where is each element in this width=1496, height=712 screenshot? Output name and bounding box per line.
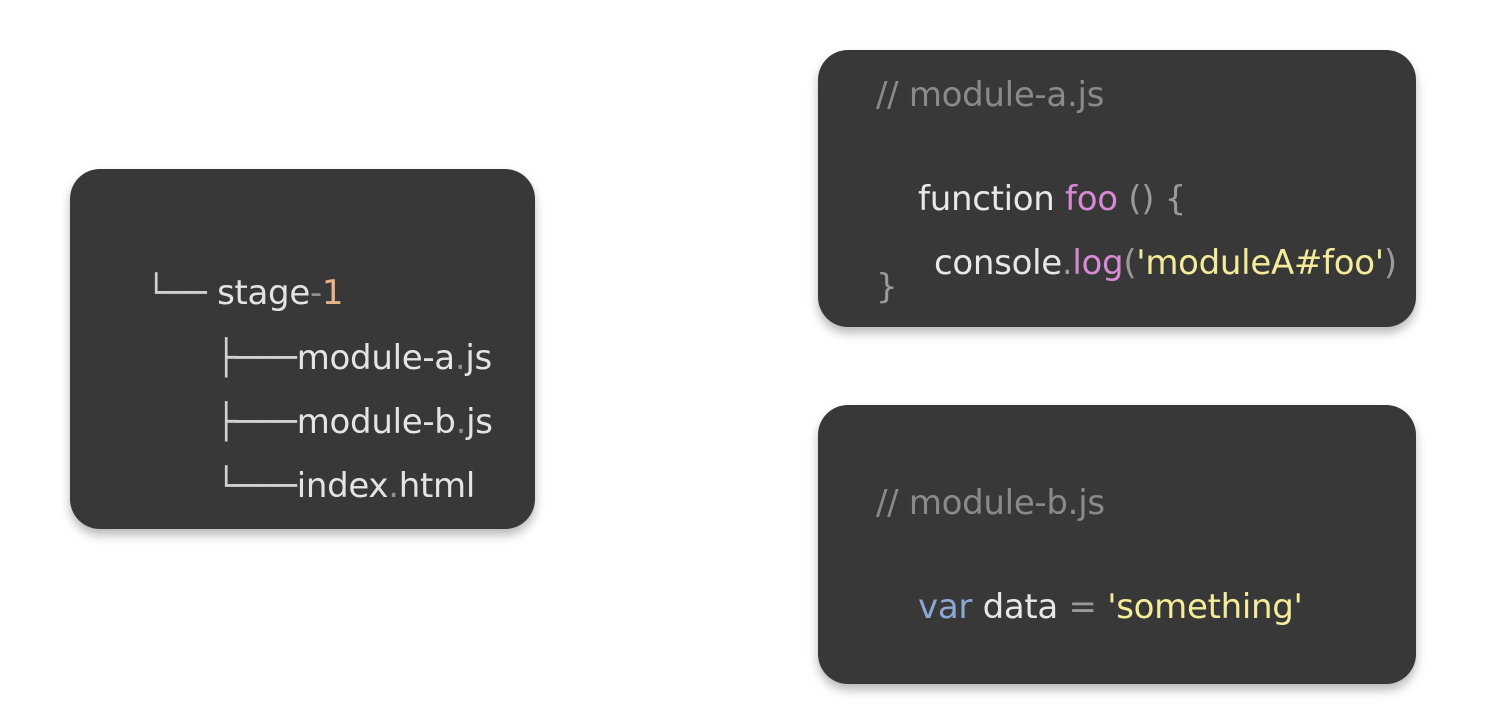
close-paren: ) [1383, 243, 1397, 283]
file-extension: html [398, 466, 476, 506]
function-params: () { [1117, 179, 1187, 219]
tree-branch: ├─── [216, 402, 297, 442]
string-literal: 'something' [1107, 587, 1303, 627]
code-line-var: var data = 'something' [876, 547, 1303, 667]
tree-root-row: └── stage-1 [104, 233, 344, 353]
file-dot: . [454, 338, 466, 378]
identifier: data [972, 587, 1069, 627]
var-keyword: var [918, 587, 973, 627]
file-dot: . [388, 466, 399, 506]
file-base-name: index [296, 466, 389, 506]
member-dot: . [1061, 243, 1073, 283]
tree-branch: └─── [216, 466, 297, 506]
code-line-console-log: console.log('moduleA#foo') [892, 203, 1397, 323]
function-keyword: function [918, 179, 1055, 219]
code-comment: // module-b.js [876, 483, 1105, 523]
assign-operator: = [1068, 587, 1097, 627]
file-extension: js [465, 338, 492, 378]
folder-name-part: stage [217, 273, 310, 313]
folder-name-number: 1 [321, 273, 344, 313]
tree-branch: ├─── [216, 338, 297, 378]
console-object: console [934, 243, 1062, 283]
closing-brace: } [876, 267, 898, 307]
tree-file-row: └───index.html [174, 426, 475, 546]
open-paren: ( [1123, 243, 1137, 283]
file-base-name: module-b [296, 402, 456, 442]
file-tree-panel: └── stage-1 ├───module-a.js ├───module-b… [70, 169, 535, 529]
tree-file-row: ├───module-a.js [174, 298, 492, 418]
file-dot: . [455, 402, 467, 442]
code-line-function: function foo () { [876, 139, 1186, 259]
file-base-name: module-a [296, 338, 455, 378]
tree-file-row: ├───module-b.js [174, 362, 493, 482]
code-panel-module-b: // module-b.js var data = 'something' [818, 405, 1416, 684]
log-method: log [1072, 243, 1124, 283]
code-comment: // module-a.js [876, 75, 1105, 115]
file-extension: js [466, 402, 493, 442]
tree-branch: └── [146, 273, 207, 313]
code-panel-module-a: // module-a.js function foo () { console… [818, 50, 1416, 327]
function-name: foo [1065, 179, 1118, 219]
folder-name-separator: - [309, 273, 322, 313]
string-literal: 'moduleA#foo' [1136, 243, 1384, 283]
